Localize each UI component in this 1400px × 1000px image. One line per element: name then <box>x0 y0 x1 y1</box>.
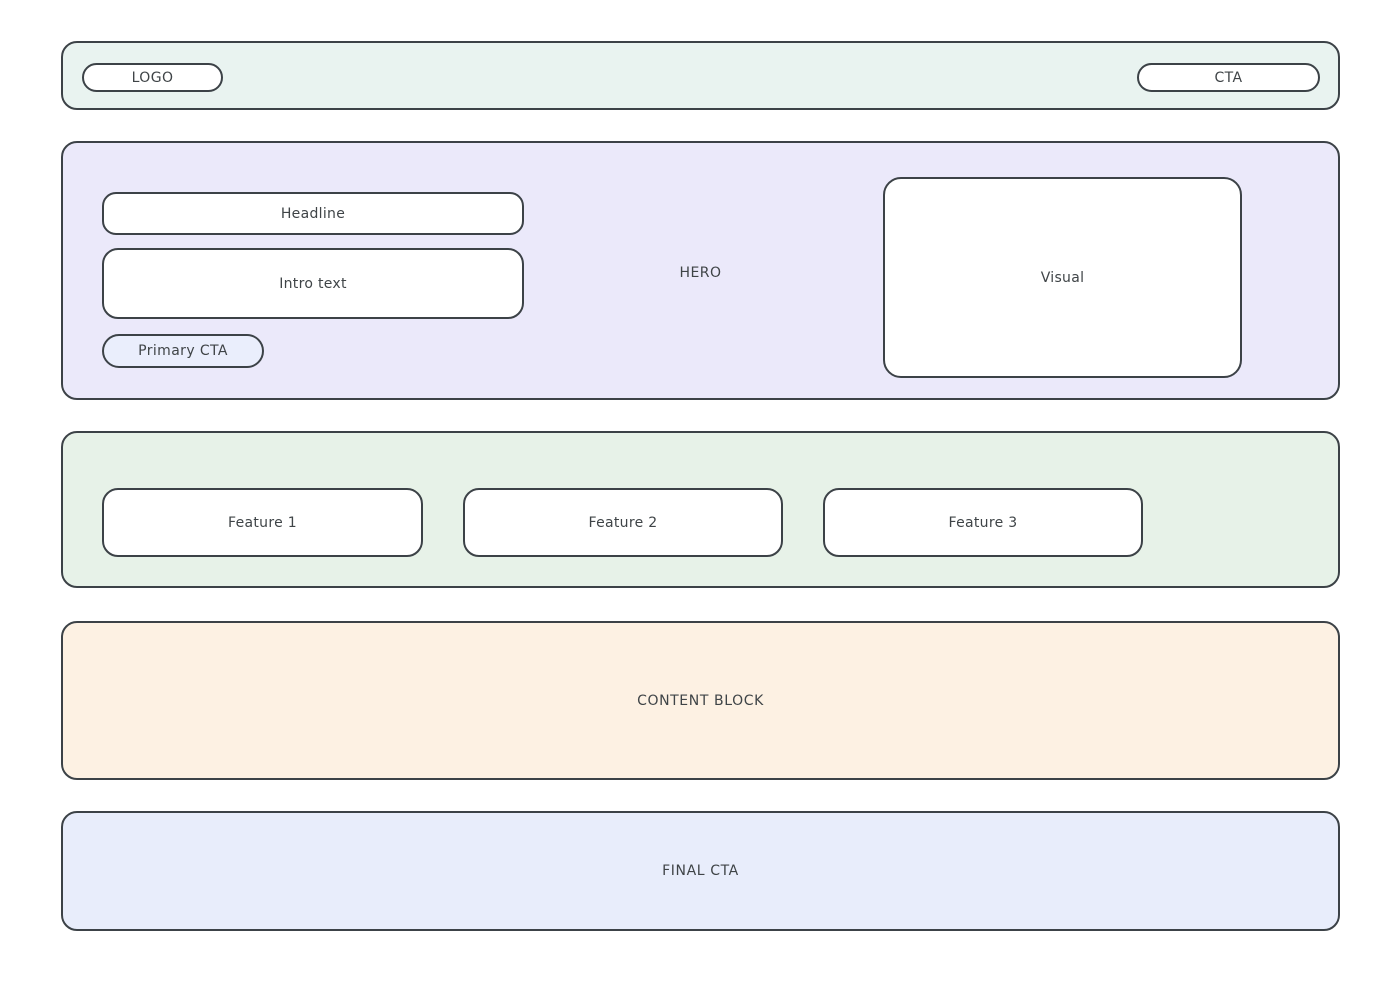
final-cta-label: FINAL CTA <box>662 863 739 879</box>
hero-section-label: HERO <box>679 265 722 281</box>
content-block-section: CONTENT BLOCK <box>61 621 1340 780</box>
intro-text-box: Intro text <box>102 248 524 319</box>
logo-pill[interactable]: LOGO <box>82 63 223 92</box>
feature-card-2: Feature 2 <box>463 488 783 557</box>
feature-card-1: Feature 1 <box>102 488 423 557</box>
hero-visual-box: Visual <box>883 177 1242 378</box>
content-block-label: CONTENT BLOCK <box>637 692 764 709</box>
hero-section: Headline Intro text Primary CTA HERO Vis… <box>61 141 1340 400</box>
headline-box: Headline <box>102 192 524 235</box>
primary-cta-button[interactable]: Primary CTA <box>102 334 264 368</box>
top-bar: LOGO CTA <box>61 41 1340 110</box>
feature-card-3: Feature 3 <box>823 488 1143 557</box>
header-cta-button[interactable]: CTA <box>1137 63 1320 92</box>
final-cta-section: FINAL CTA <box>61 811 1340 931</box>
features-section: Feature 1 Feature 2 Feature 3 <box>61 431 1340 588</box>
